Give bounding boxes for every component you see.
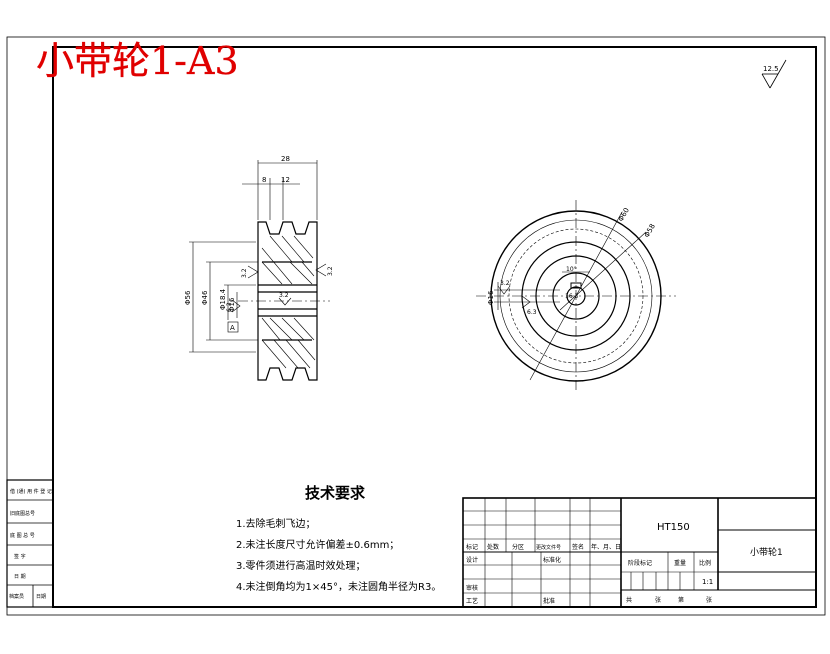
left-strip: [6, 479, 54, 608]
side-roughness-b: 3.2: [327, 266, 334, 276]
stage-mark: 阶段标记: [628, 559, 652, 567]
tech-requirement-3: 3.零件须进行高温时效处理；: [236, 559, 366, 572]
header-mark: 标记: [466, 543, 478, 551]
sheets-total: 共: [626, 596, 632, 604]
outer-border: [6, 36, 826, 616]
tech-requirements-heading: 技术要求: [305, 484, 366, 502]
front-dim-a: Φ60: [617, 207, 631, 223]
header-date: 年、月、日: [591, 543, 621, 551]
scale-label: 比例: [699, 559, 711, 567]
title-block: [462, 497, 817, 608]
row-review: 审核: [466, 584, 478, 592]
left-strip-row5: 日 期: [14, 574, 26, 580]
front-dim-c: Φ16: [487, 290, 495, 305]
front-roughness-b: 6.3: [527, 309, 537, 316]
sheet-label: 张: [706, 596, 712, 604]
side-roughness-c: 3.2: [279, 292, 289, 299]
weight-label: 重量: [674, 559, 686, 567]
sheets-label: 张: [655, 596, 661, 604]
dim-bore-diameter: Φ16: [228, 297, 236, 312]
side-roughness-a: 3.2: [241, 268, 248, 278]
roughness-general-value: 12.5: [763, 65, 779, 73]
dim-outer-diameter: Φ56: [184, 290, 192, 305]
dim-groove-diameter: Φ46: [201, 290, 209, 305]
front-keyway: 16.3: [565, 293, 579, 300]
left-strip-row4: 签 字: [14, 553, 26, 560]
dim-overall-width: 28: [281, 155, 290, 163]
sheet-no: 第: [678, 596, 684, 604]
inner-frame: [52, 46, 817, 608]
side-roughness-d: 6.3: [226, 302, 233, 312]
material-label: HT150: [657, 522, 690, 533]
front-dim-b: Φ58: [643, 223, 657, 239]
row-design: 设计: [466, 556, 478, 564]
drawing-title: 小带轮1-A3: [36, 39, 239, 83]
left-strip-row2: 旧底图总号: [10, 510, 35, 517]
datum-label: A: [230, 324, 235, 332]
header-sign: 签名: [572, 543, 584, 551]
dim-hub-diameter: Φ18.4: [219, 288, 227, 310]
dim-pitch: 12: [281, 176, 290, 184]
roughness-symbol-general: [761, 59, 787, 89]
side-roughness-marks: [231, 263, 327, 313]
tech-requirement-1: 1.去除毛刺飞边；: [236, 517, 316, 530]
section-hatching: [261, 235, 316, 369]
scale-value: 1:1: [702, 578, 713, 586]
side-dimensions: [189, 160, 318, 353]
header-count: 处数: [487, 543, 499, 551]
dim-offset: 8: [262, 176, 266, 184]
front-roughness-marks: [497, 285, 531, 309]
tech-requirement-2: 2.未注长度尺寸允许偏差±0.6mm；: [236, 538, 399, 551]
header-docno: 更改文件号: [536, 544, 561, 551]
left-strip-row1: 借 (通) 用 件 登 记: [10, 488, 52, 495]
front-leaders: [494, 211, 647, 381]
row-process: 工艺: [466, 597, 478, 605]
row-standardize: 标准化: [543, 556, 561, 564]
left-strip-row6b: 日期: [36, 594, 46, 600]
left-strip-row3: 底 图 总 号: [10, 532, 35, 539]
row-approve: 批准: [543, 597, 555, 605]
front-roughness-a: 3.2: [500, 280, 510, 287]
part-name: 小带轮1: [750, 546, 783, 558]
header-zone: 分区: [512, 543, 524, 551]
tech-requirement-4: 4.未注倒角均为1×45°，未注圆角半径为R3。: [236, 580, 441, 593]
front-angle: 10°: [566, 266, 577, 273]
left-strip-row6a: 档案员: [9, 593, 24, 600]
